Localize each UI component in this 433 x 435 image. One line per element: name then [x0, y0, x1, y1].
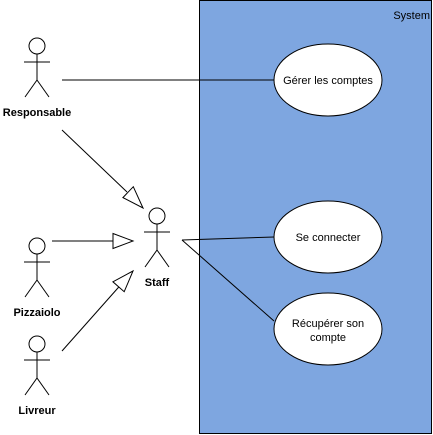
actor-label-livreur: Livreur: [18, 405, 56, 417]
use-case-se-connecter[interactable]: Se connecter: [273, 200, 383, 274]
use-case-label-line-2: compte: [310, 332, 346, 344]
system-label: System: [393, 10, 430, 22]
use-case-recuperer-compte[interactable]: Récupérer son compte: [273, 292, 383, 366]
use-case-gerer-comptes[interactable]: Gérer les comptes: [273, 43, 383, 117]
generalization-arrowhead: [112, 269, 135, 293]
actor-head: [148, 207, 166, 225]
actor-label-pizzaiolo: Pizzaiolo: [13, 307, 60, 319]
association-staff-connecter: [181, 236, 275, 241]
generalization-responsable-staff: [61, 129, 145, 210]
association-staff-recuperer: [181, 239, 275, 322]
use-case-label-line-1: Récupérer son: [292, 318, 364, 330]
actor-staff[interactable]: [144, 207, 170, 268]
actor-head: [28, 335, 46, 353]
actor-pizzaiolo[interactable]: [24, 237, 50, 298]
use-case-label: Se connecter: [296, 232, 361, 244]
actor-livreur[interactable]: [24, 335, 50, 396]
generalization-arrowhead: [112, 232, 135, 250]
generalization-livreur-staff: [61, 269, 135, 352]
actor-label-responsable: Responsable: [3, 107, 71, 119]
generalization-arrowhead: [122, 185, 145, 210]
use-case-label: Gérer les comptes: [283, 75, 373, 87]
actor-label-staff: Staff: [145, 277, 170, 289]
actor-head: [28, 37, 46, 55]
generalization-pizzaiolo-staff: [52, 232, 135, 250]
actor-responsable[interactable]: [24, 37, 50, 98]
actor-head: [28, 237, 46, 255]
